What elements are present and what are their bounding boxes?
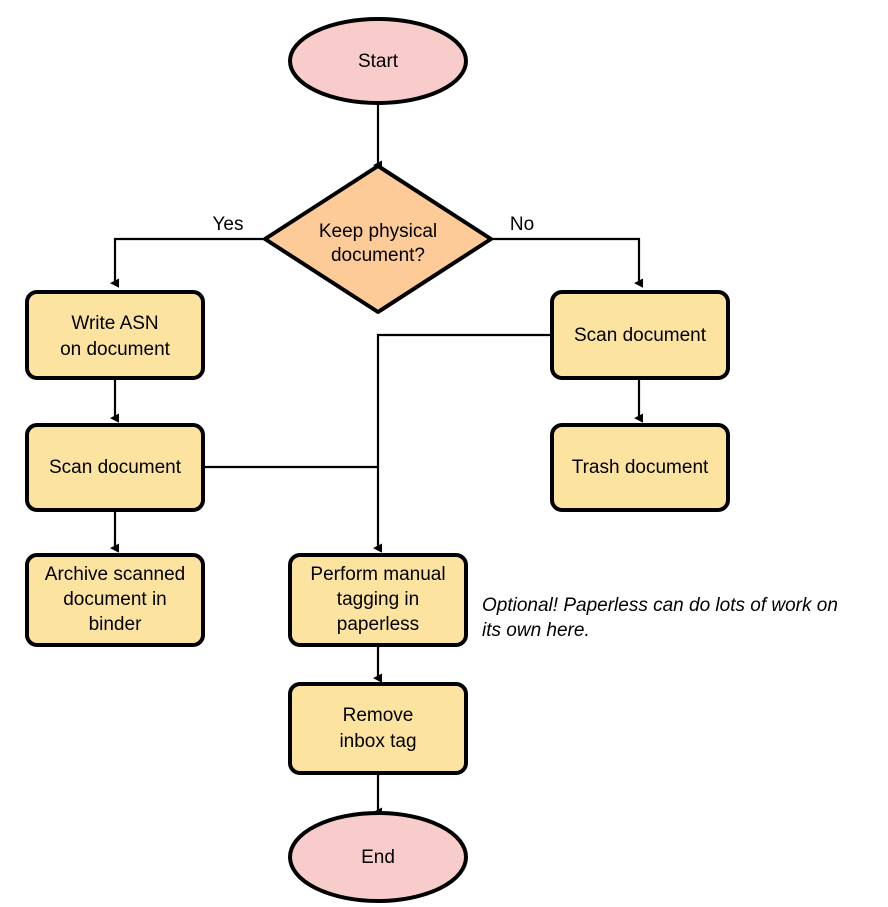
node-write-asn-on-document[interactable]: Write ASN on document (25, 290, 205, 380)
remove-inbox-tag-box-shape (288, 682, 468, 775)
trash-document-box-shape (550, 423, 730, 512)
end-label: End (361, 847, 395, 868)
node-keep-physical-document-decision[interactable]: Keep physical document? (263, 164, 493, 314)
decision-label-line1: Keep physical (319, 221, 437, 242)
decision-diamond-shape (263, 164, 493, 314)
edge-labels-layer: Yes No (213, 214, 535, 235)
node-archive-scanned-document-in-binder[interactable]: Archive scanned document in binder (25, 553, 205, 647)
tagging-label-line2: tagging in (337, 589, 419, 610)
node-scan-document-right[interactable]: Scan document (550, 290, 730, 380)
node-remove-inbox-tag[interactable]: Remove inbox tag (288, 682, 468, 775)
start-label: Start (358, 51, 399, 72)
node-start[interactable]: Start (288, 17, 468, 105)
tagging-box-shape (288, 553, 468, 647)
archive-label-line1: Archive scanned (45, 564, 185, 585)
tagging-label-line3: paperless (337, 614, 419, 635)
archive-label-line3: binder (89, 614, 142, 635)
scan-document-left-label: Scan document (49, 457, 182, 478)
write-asn-label-line2: on document (60, 339, 171, 360)
node-scan-document-left[interactable]: Scan document (25, 423, 205, 512)
decision-label-line2: document? (331, 245, 425, 266)
node-end[interactable]: End (288, 811, 468, 903)
start-ellipse-shape (288, 17, 468, 105)
node-trash-document[interactable]: Trash document (550, 423, 730, 512)
remove-inbox-tag-label-line1: Remove (343, 705, 414, 726)
end-ellipse-shape (288, 811, 468, 903)
edge-decision-no-to-scan-right (491, 237, 644, 288)
edges-layer (109, 102, 644, 817)
edge-label-no: No (510, 214, 534, 235)
optional-note-line2: its own here. (482, 620, 590, 641)
edge-scan-right-to-tagging (372, 333, 552, 553)
node-perform-manual-tagging[interactable]: Perform manual tagging in paperless (288, 553, 468, 647)
archive-box-shape (25, 553, 205, 647)
scan-document-right-box-shape (550, 290, 730, 380)
tagging-label-line1: Perform manual (310, 564, 445, 585)
remove-inbox-tag-label-line2: inbox tag (339, 731, 416, 752)
edge-label-yes: Yes (213, 214, 244, 235)
write-asn-box-shape (25, 290, 205, 380)
optional-note-line1: Optional! Paperless can do lots of work … (482, 595, 838, 616)
archive-label-line2: document in (63, 589, 167, 610)
scan-document-left-box-shape (25, 423, 205, 512)
optional-note: Optional! Paperless can do lots of work … (482, 595, 838, 641)
edge-decision-yes-to-write-asn (109, 237, 265, 288)
write-asn-label-line1: Write ASN (71, 313, 158, 334)
trash-document-label: Trash document (572, 457, 709, 478)
scan-document-right-label: Scan document (574, 325, 707, 346)
